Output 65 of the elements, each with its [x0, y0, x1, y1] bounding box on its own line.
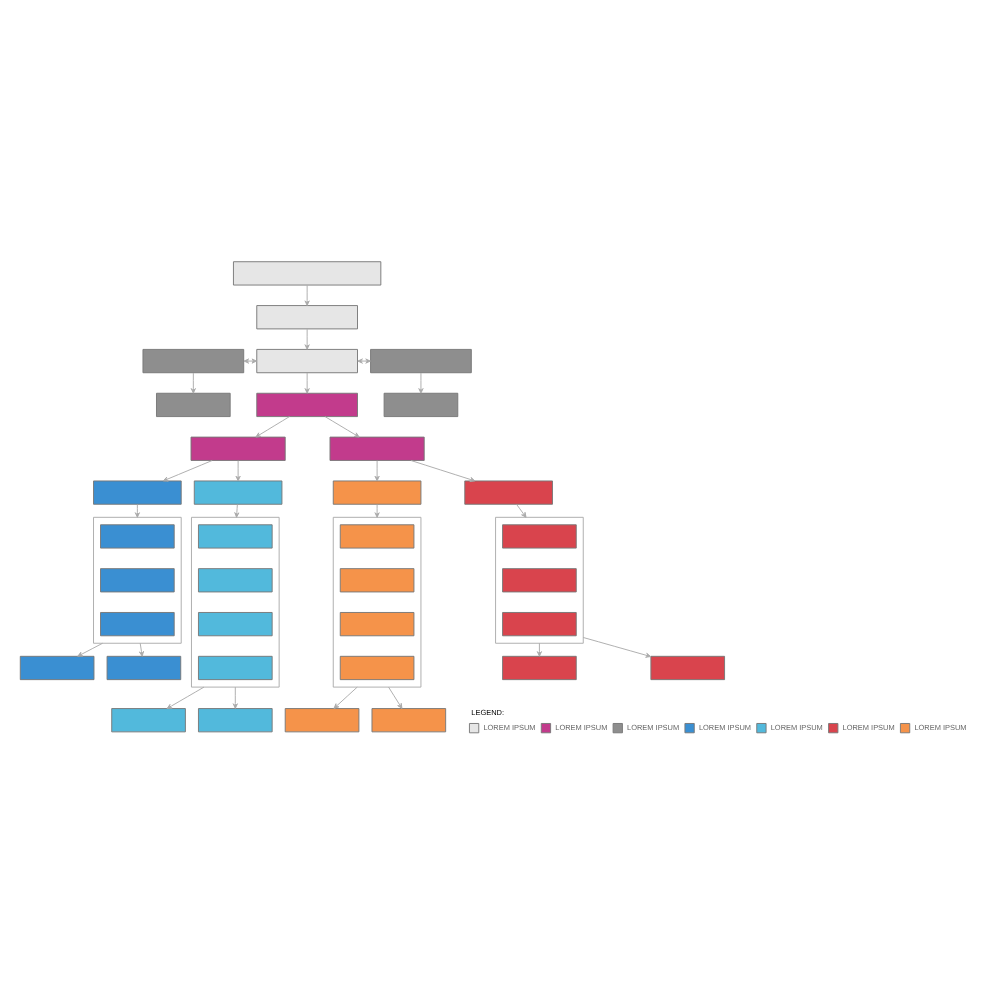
cluster [495, 515, 584, 643]
arrow [536, 641, 542, 656]
arrow [166, 685, 205, 708]
arrow [235, 459, 241, 481]
node-box [93, 479, 182, 504]
node-box [198, 707, 273, 732]
node-box [650, 654, 726, 680]
arrow [582, 636, 652, 657]
node-box [339, 523, 415, 548]
node-box [339, 654, 415, 680]
node-box [19, 654, 95, 680]
node-box [383, 391, 459, 417]
node-box [111, 707, 186, 732]
node-box [198, 611, 273, 636]
node-box [198, 654, 273, 680]
cluster [332, 515, 422, 687]
node-box [100, 523, 175, 548]
arrow [333, 685, 358, 708]
arrow [134, 503, 140, 517]
arrow [304, 371, 310, 393]
arrow [243, 357, 258, 363]
arrow [388, 685, 403, 708]
arrow [374, 459, 380, 481]
node-box [339, 611, 415, 636]
node-box [142, 347, 245, 373]
node-box [329, 435, 425, 460]
cluster [93, 515, 182, 643]
node-box [256, 304, 358, 329]
node-box [370, 347, 472, 373]
node-box [233, 260, 382, 285]
node-box [190, 435, 286, 460]
arrow [234, 503, 240, 517]
arrow [77, 641, 104, 656]
node-box [339, 567, 415, 592]
node-box [193, 479, 283, 504]
node-box [100, 611, 175, 636]
arrow [304, 283, 310, 305]
node-box [256, 391, 358, 417]
node-box [198, 523, 273, 548]
node-box [502, 523, 577, 548]
arrow [162, 459, 213, 481]
cluster [191, 515, 280, 687]
arrow [304, 327, 310, 349]
node-box [371, 707, 447, 732]
arrow [516, 503, 527, 517]
arrow [232, 685, 238, 708]
node-box [198, 567, 273, 592]
arrow [138, 641, 145, 656]
arrow [374, 503, 380, 517]
node-box [156, 391, 231, 417]
arrow [190, 371, 196, 393]
arrow [324, 415, 360, 437]
arrow [418, 371, 424, 393]
arrow [255, 415, 290, 437]
node-box [332, 479, 422, 504]
node-box [106, 654, 182, 680]
node-box [284, 707, 360, 732]
node-box [100, 567, 175, 592]
arrow [410, 459, 476, 481]
node-box [502, 611, 577, 636]
arrow [357, 357, 371, 363]
node-box [256, 347, 358, 373]
node-box [502, 567, 577, 592]
node-box [464, 479, 553, 504]
node-box [502, 654, 577, 680]
